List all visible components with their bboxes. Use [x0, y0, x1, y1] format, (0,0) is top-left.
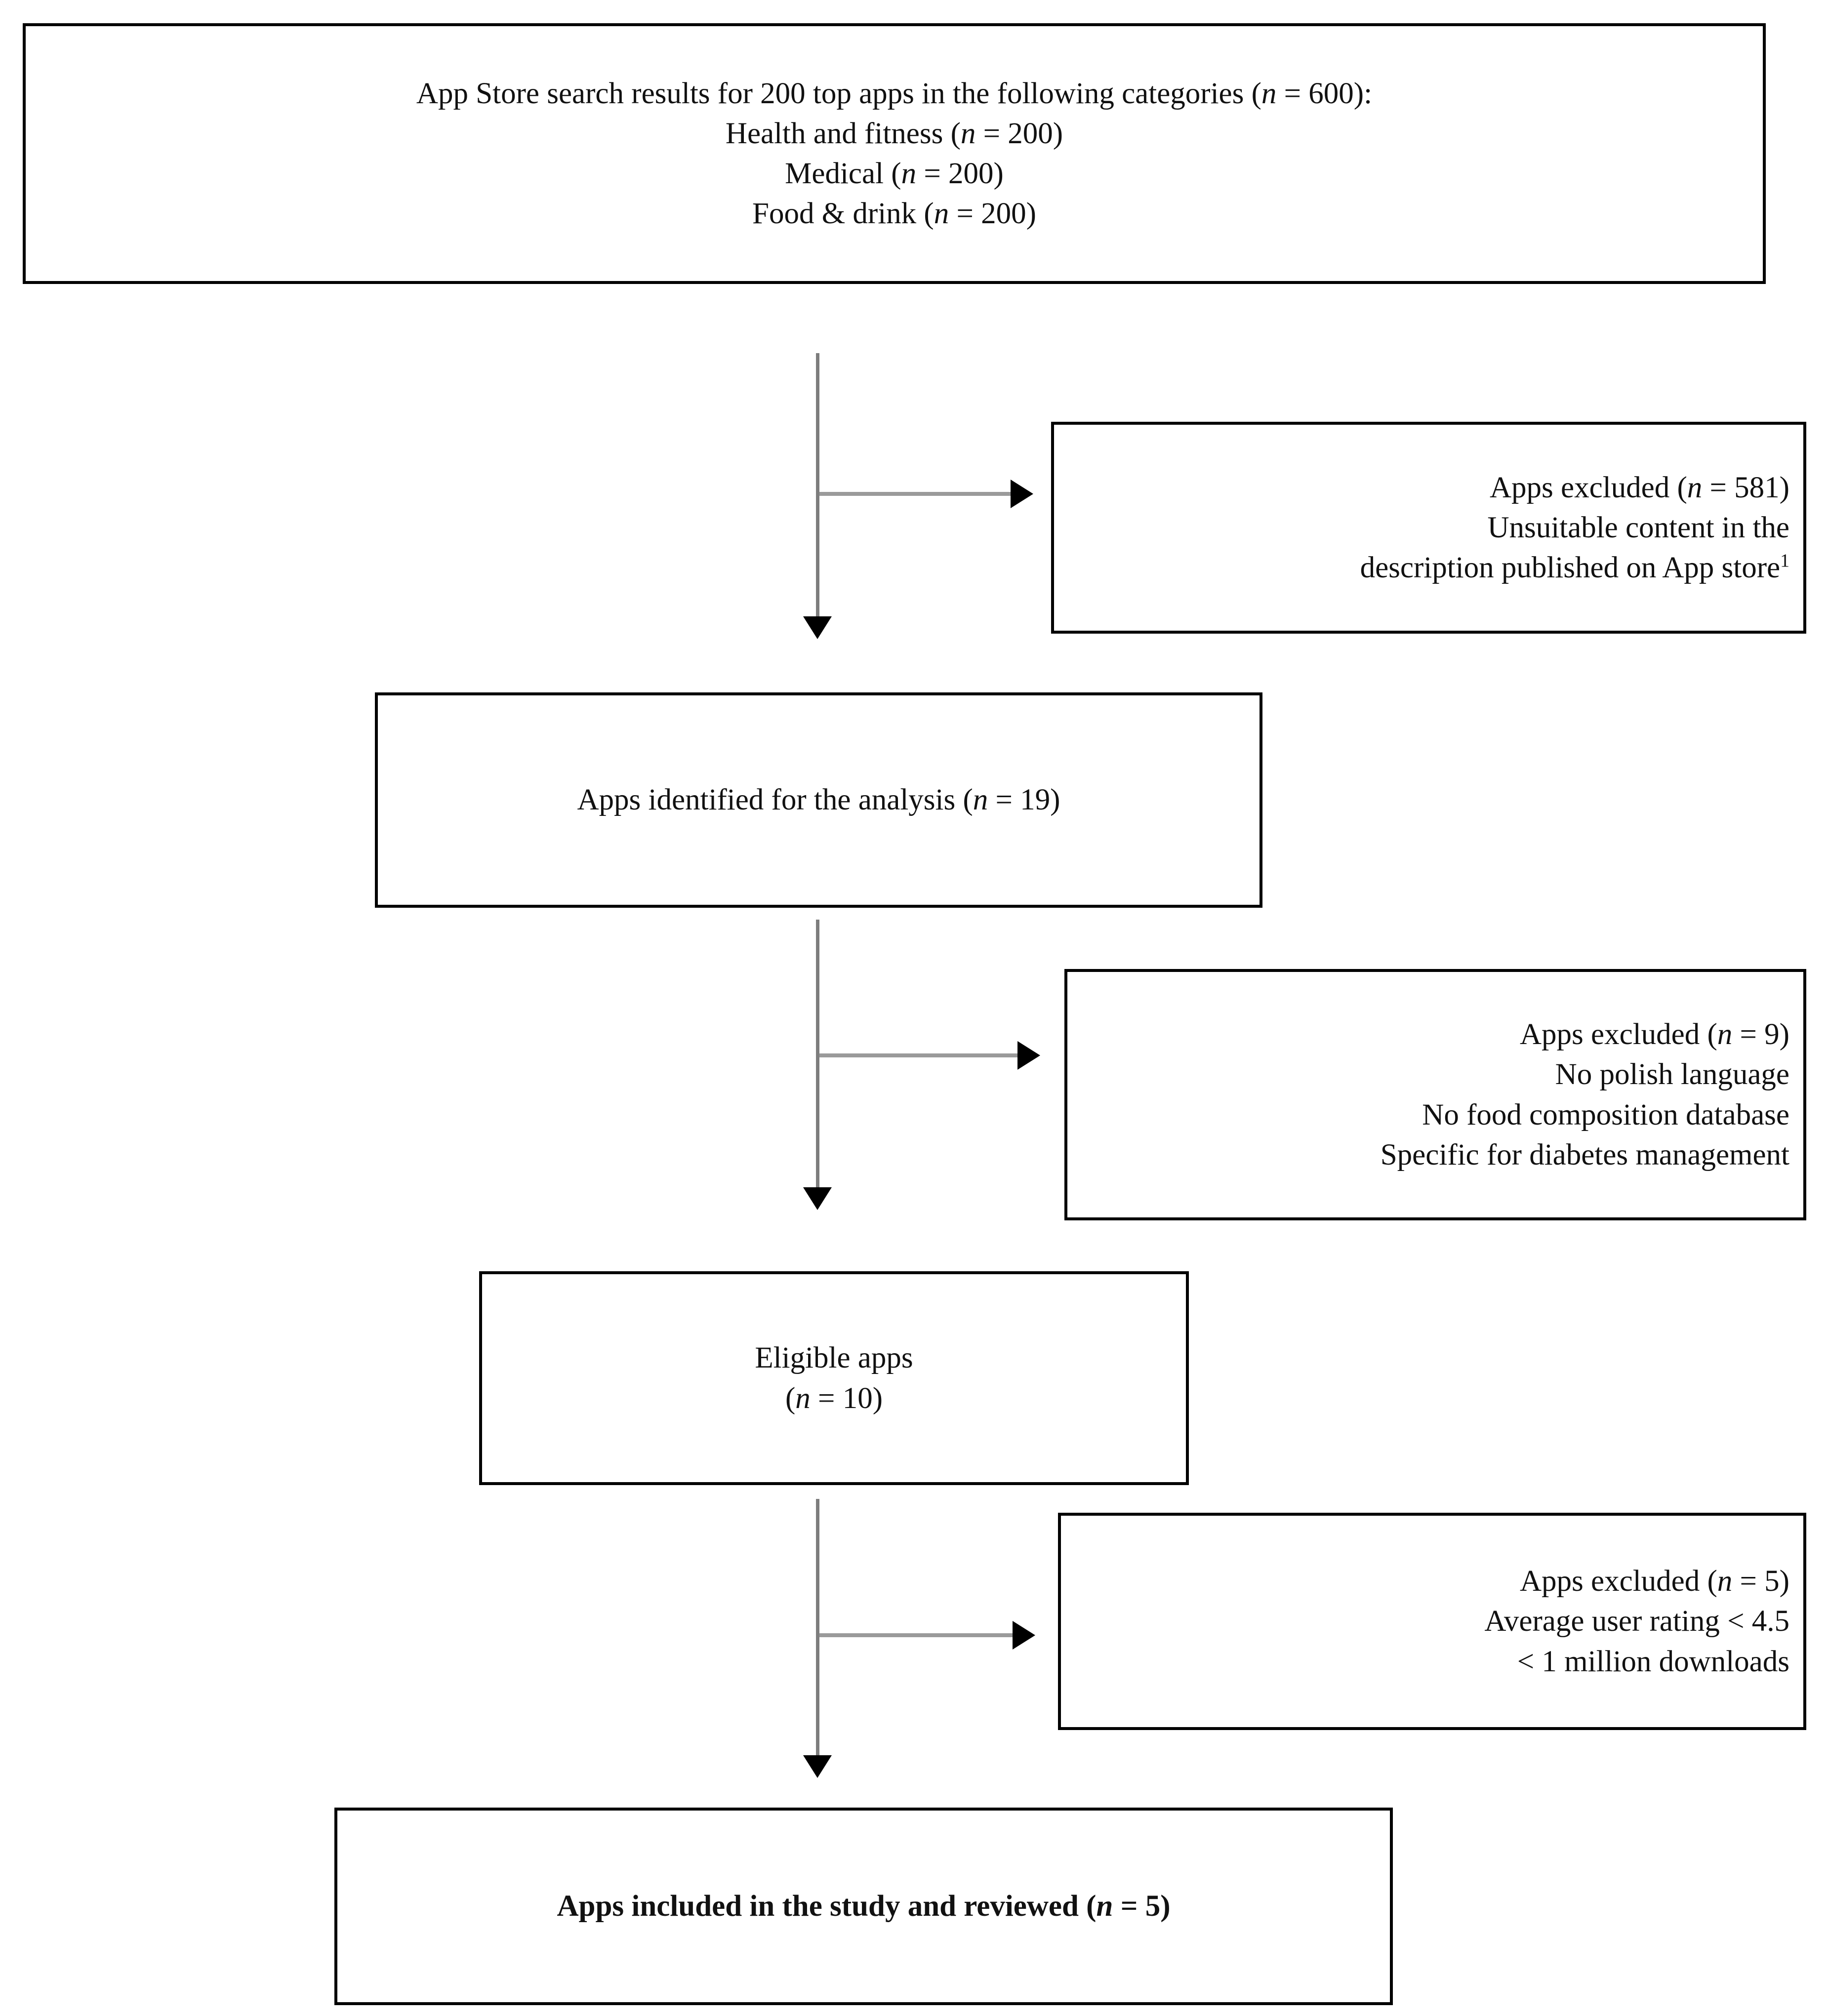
excluded-581-line-2: Unsuitable content in the	[1487, 511, 1789, 544]
exclusion-branch-2-stem	[819, 1053, 1037, 1057]
eligible-apps-line-2: (n = 10)	[785, 1381, 883, 1415]
italic-n-symbol: n	[934, 197, 949, 231]
excluded-9-line-4: Specific for diabetes management	[1380, 1138, 1789, 1171]
apps-identified-line-1: Apps identified for the analysis (n = 19…	[577, 783, 1060, 817]
flow-arrow-to-included-head	[803, 1755, 832, 1778]
italic-n-symbol: n	[1717, 1565, 1733, 1598]
search-results-line-3: Medical (n = 200)	[785, 157, 1004, 190]
exclusion-branch-2-head	[1017, 1041, 1040, 1070]
italic-n-symbol: n	[1717, 1018, 1733, 1051]
excluded-5-box: Apps excluded (n = 5) Average user ratin…	[1058, 1513, 1806, 1730]
excluded-5-line-2: Average user rating < 4.5	[1484, 1605, 1789, 1638]
search-results-line-4: Food & drink (n = 200)	[752, 197, 1036, 231]
italic-n-symbol: n	[1261, 77, 1277, 110]
exclusion-branch-3-head	[1013, 1621, 1035, 1650]
italic-n-symbol: n	[960, 117, 976, 150]
flow-arrow-to-eligible-head	[803, 1187, 832, 1210]
excluded-5-line-3: < 1 million downloads	[1517, 1645, 1789, 1678]
eligible-apps-box: Eligible apps (n = 10)	[479, 1271, 1189, 1485]
excluded-9-box: Apps excluded (n = 9) No polish language…	[1064, 969, 1806, 1220]
search-results-box: App Store search results for 200 top app…	[23, 23, 1766, 284]
flow-arrow-to-identified-stem	[816, 353, 819, 622]
search-results-line-1: App Store search results for 200 top app…	[416, 77, 1373, 110]
exclusion-branch-1-head	[1011, 480, 1033, 508]
italic-n-symbol: n	[901, 157, 917, 190]
italic-n-symbol: n	[795, 1381, 811, 1415]
flow-arrow-to-identified-head	[803, 616, 832, 639]
apps-included-line-1: Apps included in the study and reviewed …	[557, 1890, 1171, 1923]
search-results-line-2: Health and fitness (n = 200)	[725, 117, 1063, 150]
italic-n-symbol: n	[973, 783, 988, 817]
apps-identified-box: Apps identified for the analysis (n = 19…	[375, 692, 1262, 908]
italic-n-symbol: n	[1687, 471, 1703, 504]
exclusion-branch-1-stem	[819, 492, 1029, 496]
excluded-581-line-3: description published on App store1	[1360, 550, 1789, 585]
exclusion-branch-3-stem	[819, 1633, 1032, 1637]
excluded-9-line-3: No food composition database	[1422, 1098, 1789, 1131]
excluded-5-line-1: Apps excluded (n = 5)	[1520, 1565, 1789, 1598]
apps-included-box: Apps included in the study and reviewed …	[334, 1808, 1393, 2005]
footnote-marker: 1	[1780, 550, 1789, 571]
excluded-9-line-2: No polish language	[1555, 1058, 1789, 1091]
excluded-9-line-1: Apps excluded (n = 9)	[1520, 1018, 1789, 1051]
flow-arrow-to-included-stem	[816, 1499, 819, 1762]
italic-n-symbol: n	[1096, 1890, 1113, 1923]
excluded-581-line-1: Apps excluded (n = 581)	[1490, 471, 1789, 504]
flow-arrow-to-eligible-stem	[816, 920, 819, 1194]
eligible-apps-line-1: Eligible apps	[755, 1341, 913, 1375]
excluded-581-box: Apps excluded (n = 581) Unsuitable conte…	[1051, 422, 1806, 634]
